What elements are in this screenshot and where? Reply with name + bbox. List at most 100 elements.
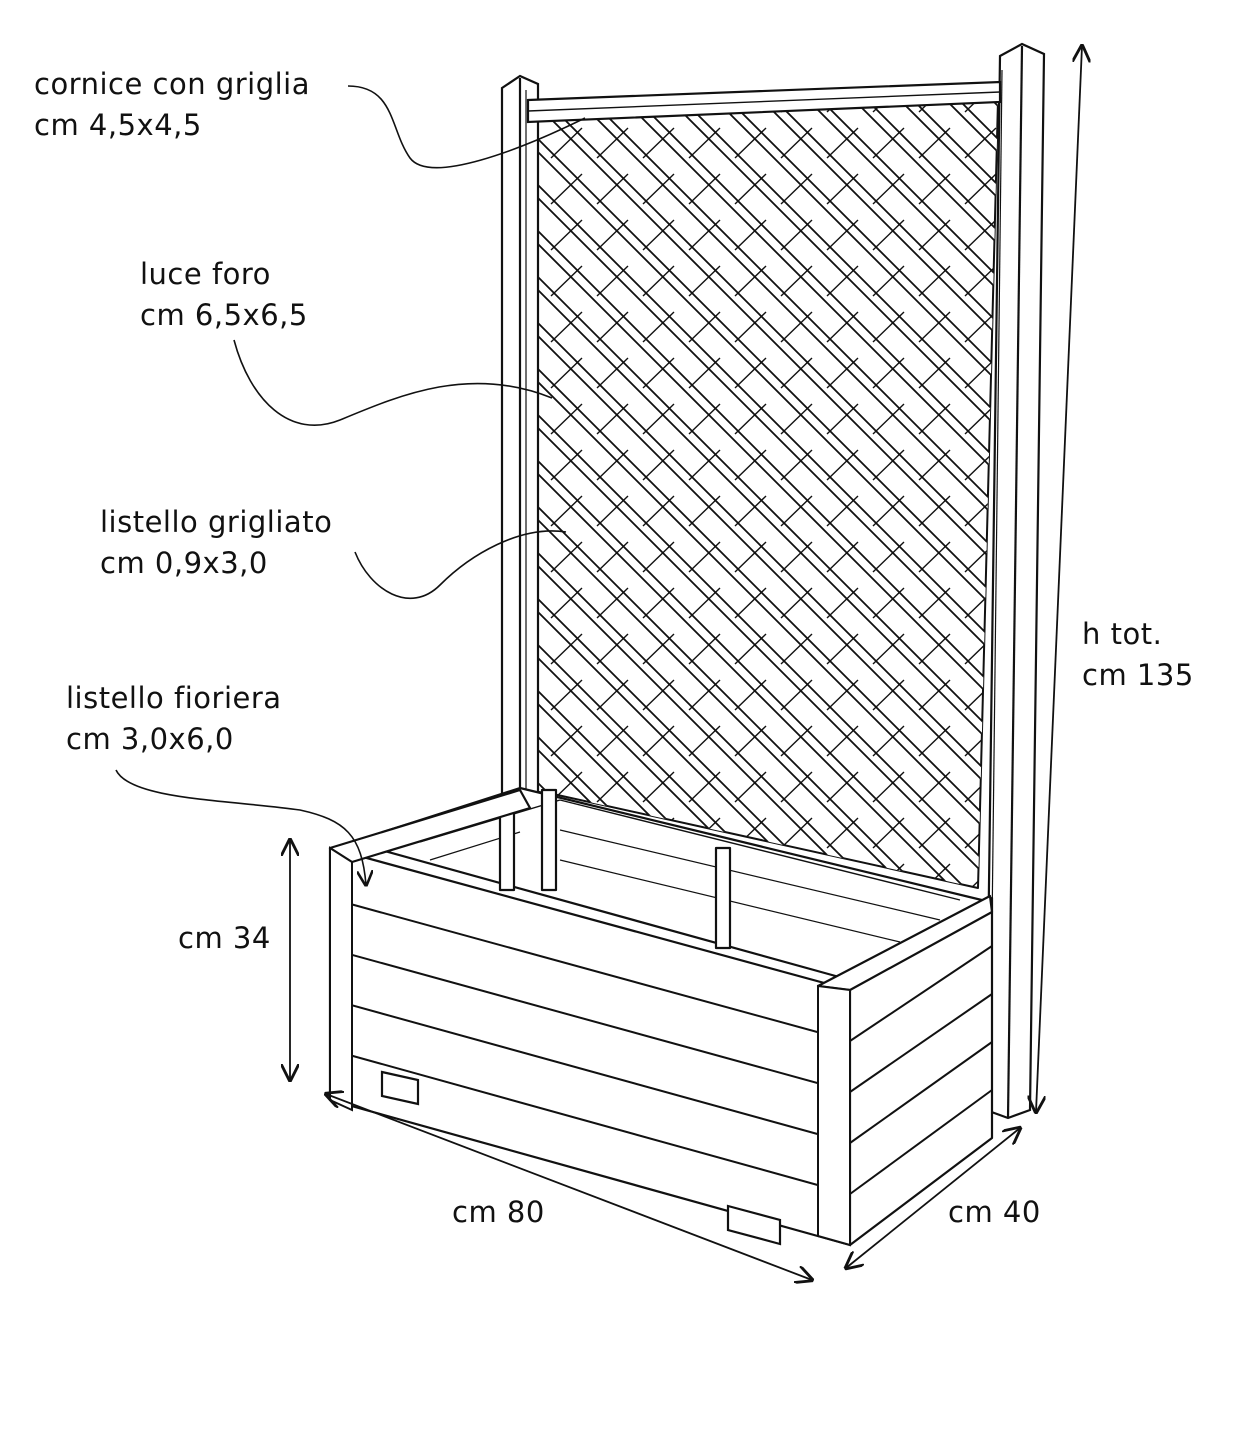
lattice-cross-slat — [918, 311, 951, 343]
lattice-cross-slat — [0, 82, 30, 112]
label-listello-fioriera-size: cm 3,0x6,0 — [66, 722, 234, 756]
label-depth: cm 40 — [948, 1192, 1041, 1233]
lattice-cross-slat — [1103, 450, 1134, 480]
lattice-cross-slat — [1103, 358, 1134, 388]
lattice-cross-slat — [1057, 542, 1088, 572]
lattice-cross-slat — [734, 127, 767, 159]
lattice-cross-slat — [1149, 726, 1180, 756]
lattice-cross-slat — [459, 404, 490, 434]
lattice-cross-slat — [1149, 36, 1180, 66]
lattice-cross-slat — [918, 357, 951, 389]
lattice-cross-slat — [688, 679, 721, 711]
lattice-cross-slat — [780, 357, 813, 389]
lattice-cross-slat — [367, 726, 398, 756]
lattice-cross-slat — [550, 311, 583, 343]
lattice-slat — [535, 100, 998, 888]
lattice-cross-slat — [688, 449, 721, 481]
lattice-cross-slat — [91, 312, 122, 342]
lattice-cross-slat — [183, 450, 214, 480]
label-listello-grigliato-size: cm 0,9x3,0 — [100, 546, 268, 580]
lattice-cross-slat — [1057, 1278, 1088, 1308]
lattice-cross-slat — [826, 173, 859, 205]
lattice-cross-slat — [550, 541, 583, 573]
lattice-cross-slat — [826, 311, 859, 343]
lattice-cross-slat — [1103, 266, 1134, 296]
lattice-cross-slat — [964, 357, 997, 389]
lattice-cross-slat — [1195, 1186, 1226, 1216]
lattice-cross-slat — [642, 357, 675, 389]
lattice-cross-slat — [459, 128, 490, 158]
depth-arrow — [846, 1128, 1020, 1268]
lattice-cross-slat — [321, 588, 352, 618]
lattice-cross-slat — [826, 219, 859, 251]
lattice-cross-slat — [688, 541, 721, 573]
lattice-cross-slat — [734, 403, 767, 435]
lattice-cross-slat — [826, 817, 859, 849]
lattice-cross-slat — [642, 679, 675, 711]
lattice-cross-slat — [45, 542, 76, 572]
lattice-cross-slat — [1241, 910, 1252, 940]
label-luce-name: luce foro — [140, 257, 271, 291]
lattice-cross-slat — [1149, 496, 1180, 526]
lattice-cross-slat — [45, 358, 76, 388]
lattice-cross-slat — [780, 541, 813, 573]
lattice-slat — [629, 100, 998, 888]
planter-slat-line — [849, 945, 993, 1042]
lattice-cross-slat — [1149, 358, 1180, 388]
lattice-cross-slat — [0, 496, 30, 526]
lattice-cross-slat — [780, 265, 813, 297]
lattice-cross-slat — [1195, 404, 1226, 434]
lattice-cross-slat — [1149, 542, 1180, 572]
lattice-cross-slat — [872, 449, 905, 481]
planter-corner-post — [817, 984, 851, 1247]
label-length: cm 80 — [452, 1192, 545, 1233]
lattice-cross-slat — [137, 358, 168, 388]
lattice-cross-slat — [872, 219, 905, 251]
lattice-cross-slat — [918, 725, 951, 757]
lattice-cross-slat — [918, 587, 951, 619]
lattice-cross-slat — [1103, 726, 1134, 756]
lattice-cross-slat — [1057, 956, 1088, 986]
lattice-cross-slat — [275, 36, 306, 66]
lattice-cross-slat — [780, 449, 813, 481]
lattice-cross-slat — [183, 36, 214, 66]
lattice-cross-slat — [1241, 1002, 1252, 1032]
lattice-cross-slat — [413, 542, 444, 572]
lattice-cross-slat — [367, 634, 398, 664]
lattice-cross-slat — [780, 495, 813, 527]
left-post — [500, 74, 540, 822]
lattice-cross-slat — [872, 679, 905, 711]
lattice-cross-slat — [596, 725, 629, 757]
lattice-cross-slat — [919, 36, 950, 66]
lattice-cross-slat — [1195, 542, 1226, 572]
lattice-cross-slat — [872, 817, 905, 849]
lattice-cross-slat — [596, 679, 629, 711]
lattice-cross-slat — [275, 358, 306, 388]
lattice-cross-slat — [688, 495, 721, 527]
lattice-cross-slat — [367, 404, 398, 434]
lattice-cross-slat — [321, 36, 352, 66]
lattice-cross-slat — [1149, 1324, 1180, 1354]
label-listello-grigliato: listello grigliato cm 0,9x3,0 — [100, 502, 332, 584]
lattice-cross-slat — [596, 265, 629, 297]
lattice-cross-slat — [1195, 588, 1226, 618]
lattice-cross-slat — [367, 358, 398, 388]
lattice-cross-slat — [780, 771, 813, 803]
lattice-cross-slat — [596, 587, 629, 619]
lattice-cross-slat — [964, 219, 997, 251]
lattice-cross-slat — [367, 680, 398, 710]
lattice-cross-slat — [1149, 82, 1180, 112]
lattice-slat — [535, 100, 992, 888]
lattice-cross-slat — [780, 587, 813, 619]
lattice-cross-slat — [781, 1324, 812, 1354]
height-total-label: h tot. — [1082, 617, 1163, 651]
lattice-cross-slat — [1103, 1232, 1134, 1262]
lattice-cross-slat — [642, 127, 675, 159]
lattice-cross-slat — [688, 173, 721, 205]
lattice-cross-slat — [826, 679, 859, 711]
lattice-cross-slat — [459, 680, 490, 710]
lattice-cross-slat — [137, 36, 168, 66]
lattice-cross-slat — [1195, 312, 1226, 342]
lattice-cross-slat — [827, 1278, 858, 1308]
lattice-cross-slat — [1241, 1094, 1252, 1124]
